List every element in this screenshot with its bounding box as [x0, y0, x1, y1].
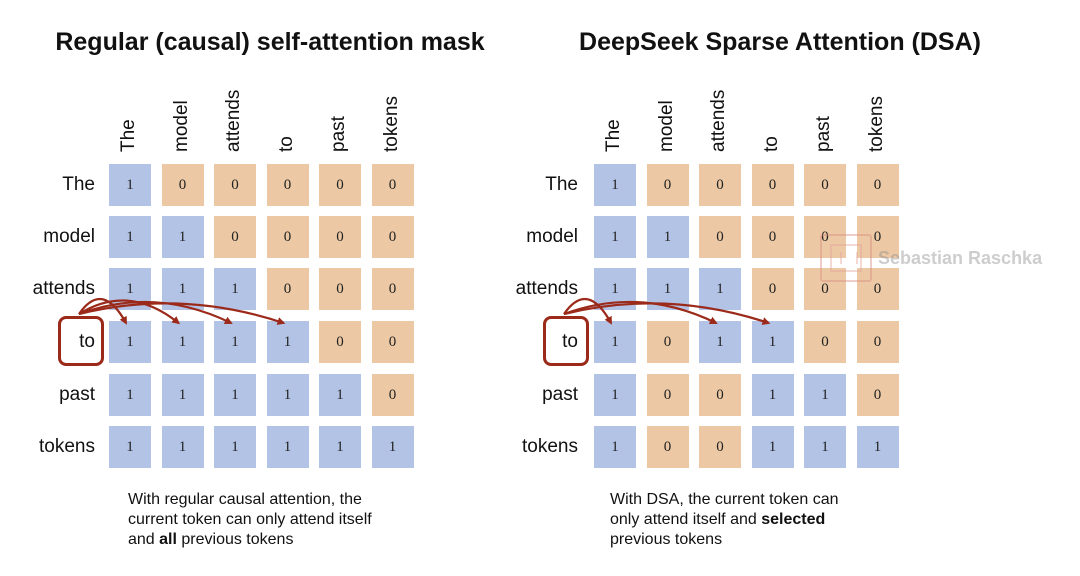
mask-cell: 1 [594, 268, 636, 310]
mask-cell: 1 [214, 426, 256, 468]
query-token-highlight-causal [58, 316, 104, 366]
row-label-past: past [59, 384, 95, 405]
mask-cell: 1 [594, 216, 636, 258]
mask-cell: 1 [646, 216, 689, 258]
mask-cell: 1 [109, 426, 151, 468]
panel-title-dsa: DeepSeek Sparse Attention (DSA) [579, 28, 981, 56]
query-token-highlight-dsa [543, 316, 589, 366]
mask-cell: 0 [699, 426, 741, 468]
mask-cell: 0 [646, 426, 689, 468]
mask-cell: 1 [109, 321, 151, 363]
mask-cell: 1 [319, 374, 361, 416]
row-label-tokens: tokens [522, 436, 578, 457]
row-label-to: to [79, 331, 95, 352]
mask-cell: 1 [699, 268, 741, 310]
mask-cell: 1 [214, 321, 256, 363]
mask-cell: 0 [856, 374, 899, 416]
mask-cell: 0 [804, 321, 846, 363]
row-label-attends: attends [515, 278, 578, 299]
mask-cell: 0 [856, 216, 899, 258]
mask-cell: 0 [751, 164, 794, 206]
mask-cell: 1 [161, 321, 204, 363]
watermark: Sebastian Raschka [820, 234, 1042, 282]
mask-cell: 0 [214, 164, 256, 206]
seal-icon [820, 234, 872, 282]
mask-cell: 0 [371, 216, 414, 258]
mask-cell: 0 [751, 216, 794, 258]
mask-cell: 1 [109, 164, 151, 206]
mask-cell: 1 [594, 426, 636, 468]
mask-cell: 1 [161, 268, 204, 310]
mask-cell: 1 [266, 426, 309, 468]
mask-cell: 0 [751, 268, 794, 310]
mask-cell: 1 [751, 426, 794, 468]
mask-cell: 1 [161, 216, 204, 258]
mask-cell: 1 [161, 374, 204, 416]
mask-cell: 1 [371, 426, 414, 468]
mask-cell: 1 [266, 321, 309, 363]
row-label-to: to [562, 331, 578, 352]
mask-cell: 1 [214, 268, 256, 310]
mask-cell: 1 [856, 426, 899, 468]
mask-cell: 1 [594, 164, 636, 206]
row-label-attends: attends [32, 278, 95, 299]
mask-cell: 1 [804, 426, 846, 468]
row-label-model: model [43, 226, 95, 247]
mask-cell: 1 [266, 374, 309, 416]
mask-cell: 0 [646, 164, 689, 206]
mask-cell: 0 [371, 164, 414, 206]
row-label-the: The [545, 174, 578, 195]
mask-cell: 0 [319, 164, 361, 206]
panel-title-causal: Regular (causal) self-attention mask [55, 28, 485, 56]
mask-cell: 0 [699, 216, 741, 258]
mask-cell: 0 [804, 268, 846, 310]
row-label-model: model [526, 226, 578, 247]
mask-cell: 0 [856, 268, 899, 310]
mask-cell: 0 [319, 216, 361, 258]
row-label-tokens: tokens [39, 436, 95, 457]
mask-cell: 1 [594, 374, 636, 416]
mask-cell: 0 [161, 164, 204, 206]
mask-cell: 1 [161, 426, 204, 468]
mask-cell: 1 [319, 426, 361, 468]
mask-cell: 0 [646, 321, 689, 363]
mask-cell: 0 [699, 164, 741, 206]
watermark-text: Sebastian Raschka [878, 247, 1043, 268]
mask-cell: 0 [371, 268, 414, 310]
mask-cell: 1 [109, 374, 151, 416]
mask-cell: 0 [646, 374, 689, 416]
mask-cell: 0 [266, 268, 309, 310]
mask-cell: 0 [319, 268, 361, 310]
mask-cell: 0 [804, 216, 846, 258]
mask-cell: 1 [751, 321, 794, 363]
mask-cell: 1 [804, 374, 846, 416]
mask-cell: 0 [266, 216, 309, 258]
mask-cell: 1 [646, 268, 689, 310]
mask-cell: 0 [856, 321, 899, 363]
mask-cell: 1 [214, 374, 256, 416]
mask-cell: 0 [371, 374, 414, 416]
mask-cell: 1 [109, 216, 151, 258]
mask-cell: 0 [856, 164, 899, 206]
mask-cell: 1 [594, 321, 636, 363]
mask-cell: 0 [699, 374, 741, 416]
caption-dsa: With DSA, the current token can only att… [610, 491, 839, 548]
mask-cell: 1 [109, 268, 151, 310]
row-label-the: The [62, 174, 95, 195]
mask-cell: 0 [371, 321, 414, 363]
mask-cell: 0 [266, 164, 309, 206]
mask-cell: 1 [751, 374, 794, 416]
mask-cell: 1 [699, 321, 741, 363]
mask-cell: 0 [214, 216, 256, 258]
row-label-past: past [542, 384, 578, 405]
caption-causal: With regular causal attention, the curre… [128, 491, 372, 548]
mask-cell: 0 [319, 321, 361, 363]
mask-cell: 0 [804, 164, 846, 206]
